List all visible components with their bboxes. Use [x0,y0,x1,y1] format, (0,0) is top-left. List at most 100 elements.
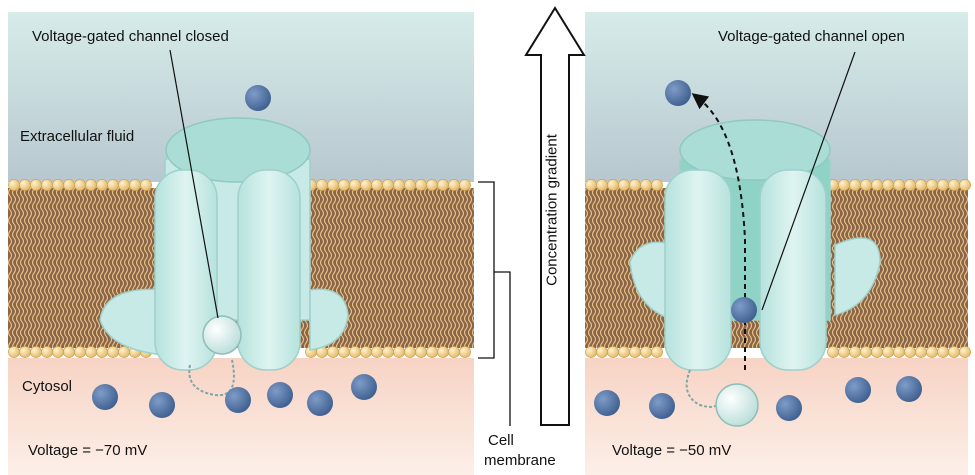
ion [92,384,118,410]
ion [351,374,377,400]
lipid-head [618,346,630,358]
lipid-head [118,179,130,191]
lipid-head [607,179,619,191]
ion [731,297,757,323]
lipid-head [140,179,152,191]
lipid-head [915,346,927,358]
label-membrane: membrane [484,452,556,469]
lipid-head [871,179,883,191]
lipid-head [651,346,663,358]
lipid-head [349,346,361,358]
lipid-head [415,346,427,358]
lipid-head [404,179,416,191]
left-panel [8,12,474,475]
lipid-head [459,346,471,358]
lipid-head [827,346,839,358]
lipid-head [327,346,339,358]
lipid-heads-bottom-right [585,346,971,358]
lipid-head [107,179,119,191]
lipid-head [860,179,872,191]
label-extracellular-fluid: Extracellular fluid [20,128,135,145]
lipid-heads-bottom-left [8,346,471,358]
lipid-head [629,346,641,358]
ion [225,387,251,413]
lipid-head [882,346,894,358]
lipid-head [8,346,20,358]
lipid-head [948,179,960,191]
ion [267,382,293,408]
lipid-head [426,179,438,191]
lipid-head [448,179,460,191]
ion [649,393,675,419]
ion [307,390,333,416]
label-concentration-gradient: Concentration gradient [543,134,561,286]
label-open-channel: Voltage-gated channel open [718,28,905,45]
lipid-head [585,346,597,358]
lipid-head [948,346,960,358]
lipid-head [41,346,53,358]
lipid-head [404,346,416,358]
lipid-head [63,179,75,191]
label-cell: Cell [488,432,514,449]
lipid-head [437,346,449,358]
lipid-head [41,179,53,191]
lipid-head [107,346,119,358]
lipid-head [52,346,64,358]
lipid-head [316,179,328,191]
lipid-heads-top-left [8,179,471,191]
label-voltage-right: Voltage = −50 mV [612,442,732,459]
closed-channel [99,117,349,397]
lipid-head [19,346,31,358]
lipid-head [904,179,916,191]
ion [149,392,175,418]
lipid-head [349,179,361,191]
lipid-head [19,179,31,191]
open-channel [629,119,881,427]
lipid-head [415,179,427,191]
lipid-head [629,179,641,191]
lipid-head [640,179,652,191]
inactivation-gate-ball [715,383,759,427]
right-panel [585,12,971,475]
lipid-head [360,179,372,191]
ion [245,85,271,111]
lipid-head [926,346,938,358]
lipid-head [448,346,460,358]
lipid-head [607,346,619,358]
lipid-head [860,346,872,358]
ion [776,395,802,421]
leader-line-open [761,51,856,311]
lipid-head [437,179,449,191]
lipid-head [338,346,350,358]
membrane-bracket [478,181,495,359]
lipid-head [360,346,372,358]
leader-line-closed [169,49,219,319]
lipid-head [893,179,905,191]
lipid-head [893,346,905,358]
lipid-head [937,179,949,191]
inactivation-gate-ball [202,315,242,355]
cytosol-region-left [8,358,474,475]
lipid-head [338,179,350,191]
lipid-head [640,346,652,358]
lipid-head [596,346,608,358]
lipid-head [838,346,850,358]
lipid-head [618,179,630,191]
lipid-head [74,179,86,191]
ion [896,376,922,402]
lipid-head [382,346,394,358]
lipid-head [8,179,20,191]
lipid-head [926,179,938,191]
lipid-head [129,179,141,191]
lipid-head [849,346,861,358]
lipid-head [459,179,471,191]
ion [845,377,871,403]
label-closed-channel: Voltage-gated channel closed [32,28,229,45]
lipid-head [30,346,42,358]
lipid-head [596,179,608,191]
lipid-head [393,179,405,191]
lipid-head [63,346,75,358]
label-voltage-left: Voltage = −70 mV [28,442,148,459]
lipid-head [871,346,883,358]
